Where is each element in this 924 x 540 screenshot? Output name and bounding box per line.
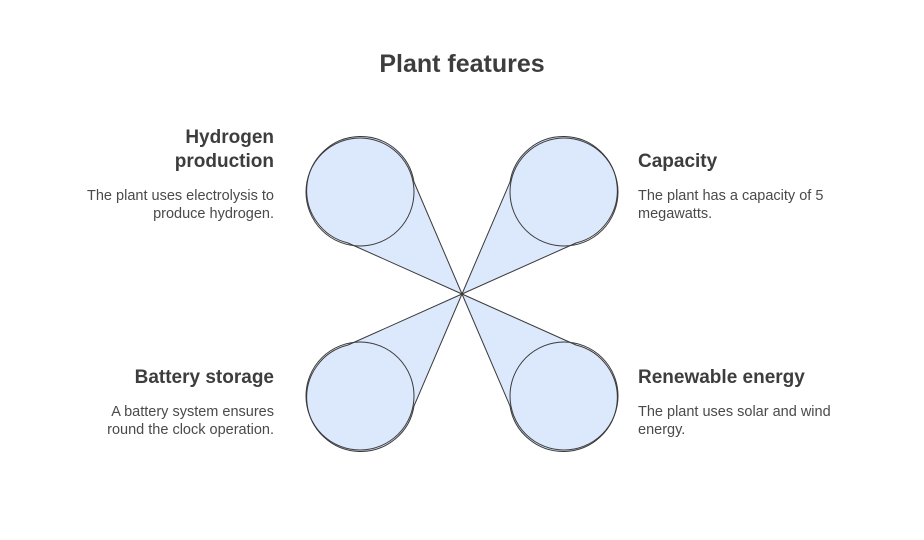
- feature-battery: Battery storage A battery system ensures…: [44, 366, 274, 439]
- circle-hydrogen: [305, 137, 415, 247]
- feature-capacity: Capacity The plant has a capacity of 5 m…: [638, 150, 868, 223]
- feature-renewable-desc-line2: energy.: [638, 422, 686, 438]
- feature-renewable-description: The plant uses solar and wind energy.: [638, 403, 868, 439]
- feature-hydrogen-title: Hydrogen production: [44, 126, 274, 174]
- feature-hydrogen-desc-line1: The plant uses electrolysis to: [87, 188, 274, 204]
- diagram-title: Plant features: [379, 50, 545, 78]
- feature-hydrogen-title-line2: production: [174, 151, 274, 172]
- petal-renewable: [461, 293, 618, 452]
- feature-renewable: Renewable energy The plant uses solar an…: [638, 366, 868, 439]
- feature-capacity-title-line1: Capacity: [638, 151, 718, 172]
- circle-renewable: [509, 341, 619, 451]
- feature-hydrogen-desc-line2: produce hydrogen.: [153, 206, 274, 222]
- feature-capacity-desc-line2: megawatts.: [638, 206, 713, 222]
- feature-battery-desc-line1: A battery system ensures: [111, 404, 274, 420]
- circle-capacity: [509, 137, 619, 247]
- feature-battery-desc-line2: round the clock operation.: [107, 422, 274, 438]
- feature-hydrogen-description: The plant uses electrolysis to produce h…: [44, 187, 274, 223]
- feature-hydrogen-title-line1: Hydrogen: [185, 127, 274, 148]
- feature-capacity-description: The plant has a capacity of 5 megawatts.: [638, 187, 868, 223]
- feature-capacity-title: Capacity: [638, 150, 868, 174]
- feature-battery-title: Battery storage: [44, 366, 274, 390]
- petal-battery: [306, 293, 463, 452]
- petal-hydrogen: [306, 136, 463, 295]
- feature-renewable-title-line1: Renewable energy: [638, 367, 805, 388]
- feature-renewable-desc-line1: The plant uses solar and wind: [638, 404, 831, 420]
- feature-battery-title-line1: Battery storage: [134, 367, 274, 388]
- feature-battery-description: A battery system ensures round the clock…: [44, 403, 274, 439]
- feature-capacity-desc-line1: The plant has a capacity of 5: [638, 188, 824, 204]
- feature-renewable-title: Renewable energy: [638, 366, 868, 390]
- petal-capacity: [461, 136, 618, 295]
- circle-battery: [305, 341, 415, 451]
- feature-hydrogen: Hydrogen production The plant uses elect…: [44, 126, 274, 223]
